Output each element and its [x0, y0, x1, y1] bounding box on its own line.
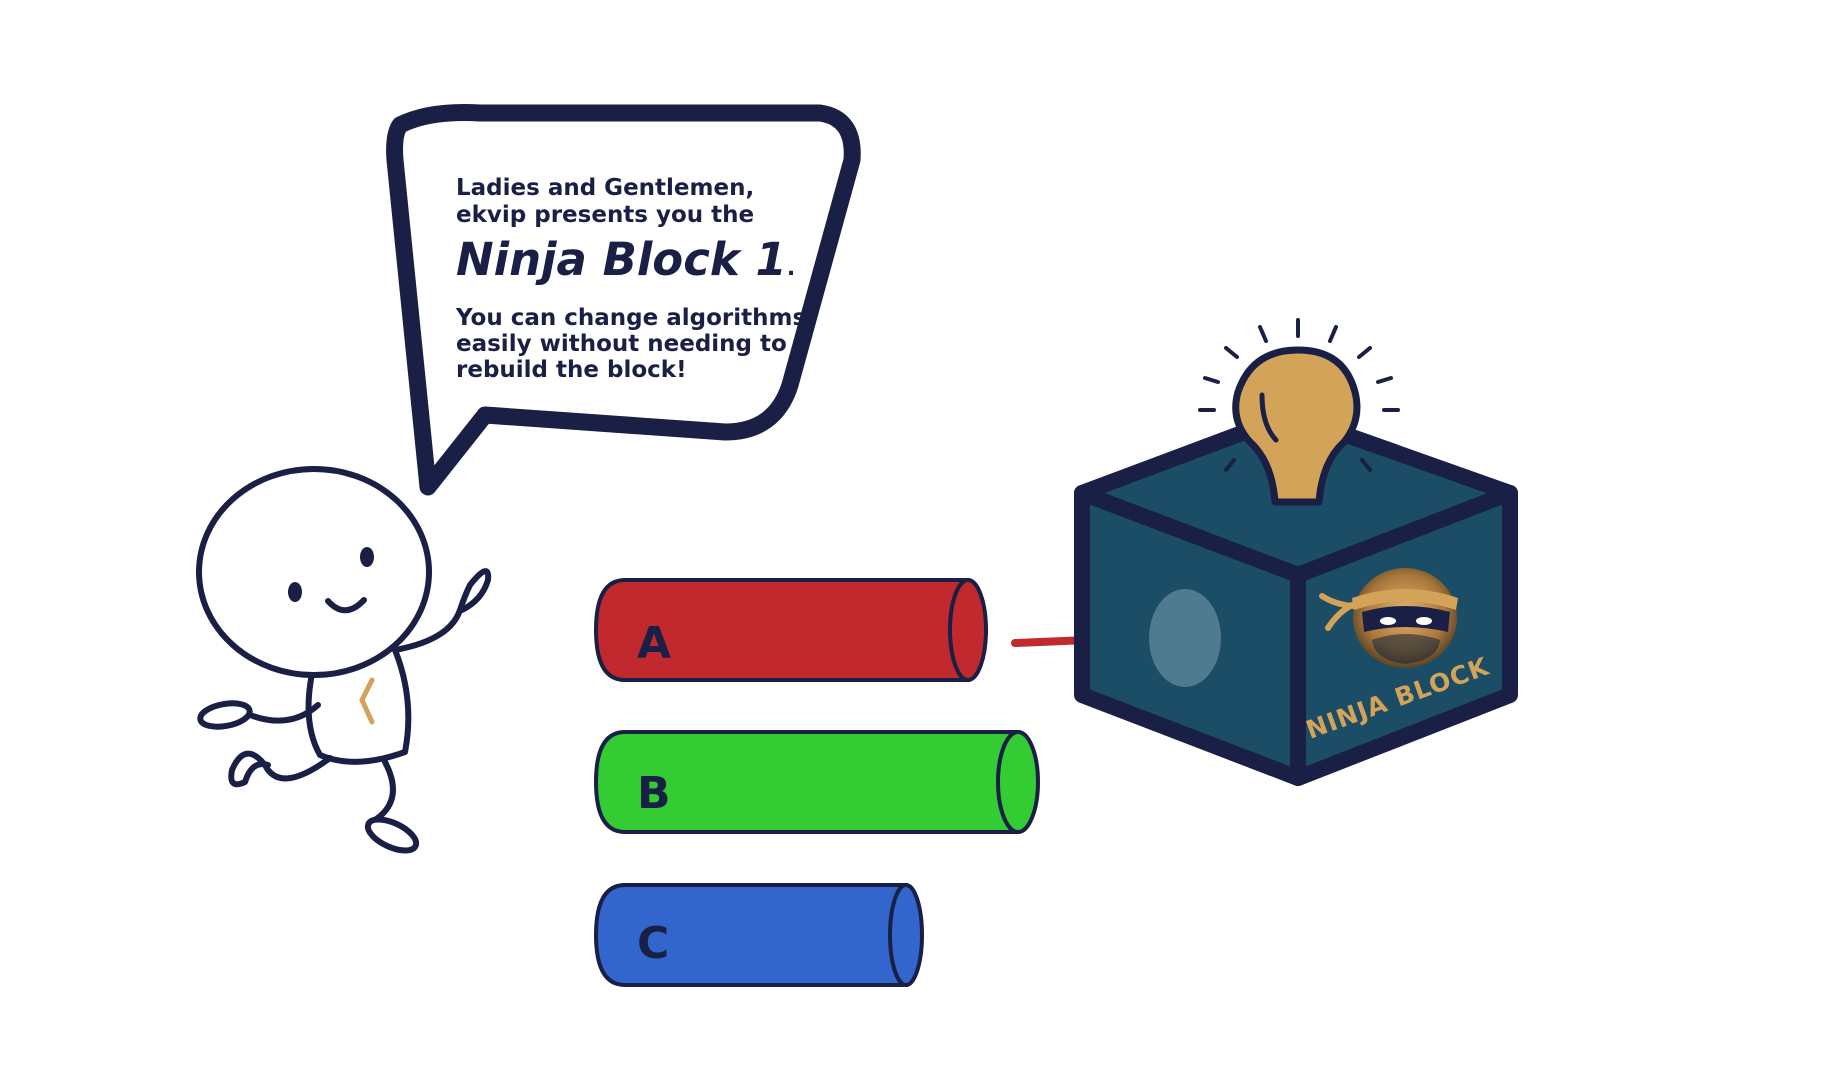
figure-left-arm	[247, 702, 321, 724]
lightbulb-icon	[1198, 318, 1400, 506]
ninja-right-eye	[1416, 617, 1432, 625]
body-line-2: easily without needing to	[456, 331, 787, 357]
ninja-mask	[1362, 606, 1450, 632]
ninja-face-cover	[1372, 634, 1440, 664]
light-rays	[1198, 318, 1400, 472]
cylinder-a-end	[948, 578, 988, 682]
ninja-left-eye	[1380, 617, 1396, 625]
algorithm-cylinder-b: B	[593, 730, 1040, 834]
figure-right-eye	[360, 547, 374, 567]
figure-left-leg	[228, 750, 333, 788]
figure-head	[196, 466, 432, 678]
product-title-period: .	[787, 256, 795, 281]
figure-right-foot	[364, 816, 420, 854]
ninja-headband-tails	[1319, 593, 1357, 631]
stick-figure	[196, 466, 492, 854]
cylinder-b-body	[593, 730, 1020, 834]
figure-left-hand	[197, 700, 253, 730]
body-line-1: You can change algorithms	[455, 305, 806, 331]
algorithm-cylinder-a: A	[593, 578, 988, 682]
algorithm-slot	[1149, 589, 1221, 687]
cylinder-a-label: A	[637, 618, 671, 669]
intro-line-2: ekvip presents you the	[456, 202, 754, 228]
ekvip-logo-mark	[359, 677, 375, 725]
cylinder-b-end	[996, 730, 1040, 834]
cylinder-a-body	[593, 578, 970, 682]
speech-bubble: Ladies and Gentlemen, ekvip presents you…	[386, 104, 861, 496]
algorithm-cylinder-c: C	[593, 883, 924, 987]
cylinder-c-end	[888, 883, 924, 987]
product-title: Ninja Block 1.	[456, 233, 795, 286]
body-line-3: rebuild the block!	[456, 357, 687, 383]
cylinder-c-body	[593, 883, 908, 987]
intro-line-1: Ladies and Gentlemen,	[456, 175, 754, 201]
cylinder-c-label: C	[637, 918, 669, 969]
figure-smile	[325, 597, 367, 614]
lightbulb-highlight	[1259, 392, 1279, 443]
ninja-headband	[1352, 589, 1458, 610]
figure-right-arm	[392, 568, 492, 653]
ninja-mascot-logo	[1319, 568, 1458, 668]
cylinder-b-label: B	[637, 768, 671, 819]
speech-bubble-outline	[386, 104, 861, 496]
figure-right-leg	[372, 759, 396, 823]
lightbulb-glass	[1232, 346, 1361, 506]
figure-left-eye	[288, 582, 302, 602]
product-title-name: Ninja Block 1	[456, 233, 787, 286]
